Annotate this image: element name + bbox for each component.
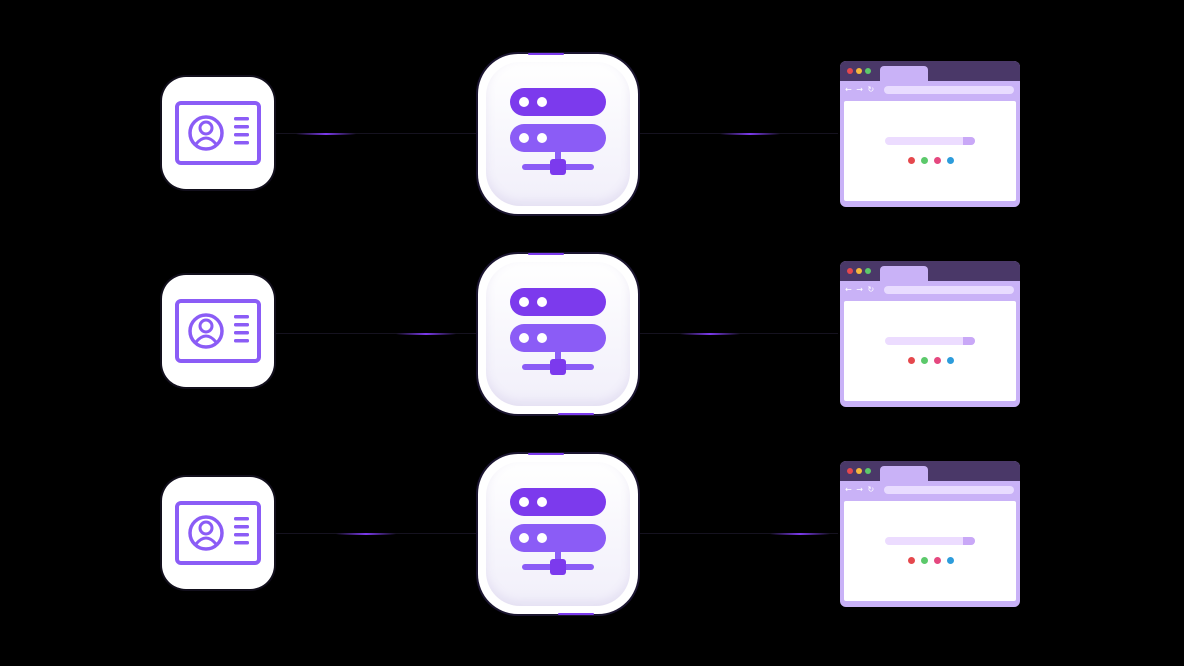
- browser-nav-icons: ← → ↻: [845, 285, 876, 294]
- maximize-dot-icon: [865, 468, 871, 474]
- id-card-icon: [175, 299, 261, 363]
- address-bar: [884, 486, 1014, 494]
- close-dot-icon: [847, 468, 853, 474]
- connector-line: [276, 532, 476, 535]
- server-network-icon: [510, 88, 606, 175]
- minimize-dot-icon: [856, 68, 862, 74]
- id-card-icon: [175, 501, 261, 565]
- minimize-dot-icon: [856, 268, 862, 274]
- server-network-icon: [510, 288, 606, 375]
- content-placeholder-bar: [885, 537, 975, 545]
- server-network-icon: [510, 488, 606, 575]
- id-card-tile: [162, 477, 274, 589]
- maximize-dot-icon: [865, 268, 871, 274]
- content-dots: [908, 557, 954, 564]
- content-placeholder-bar: [885, 137, 975, 145]
- browser-nav-icons: ← → ↻: [845, 85, 876, 94]
- content-placeholder-bar: [885, 337, 975, 345]
- server-tile: [478, 253, 638, 415]
- server-tile: [478, 53, 638, 214]
- close-dot-icon: [847, 68, 853, 74]
- id-card-icon: [175, 101, 261, 165]
- minimize-dot-icon: [856, 468, 862, 474]
- browser-nav-icons: ← → ↻: [845, 485, 876, 494]
- address-bar: [884, 286, 1014, 294]
- browser-content: [844, 501, 1016, 601]
- content-dots: [908, 157, 954, 164]
- id-card-tile: [162, 77, 274, 189]
- connector-line: [276, 332, 476, 335]
- maximize-dot-icon: [865, 68, 871, 74]
- browser-content: [844, 101, 1016, 201]
- id-card-tile: [162, 275, 274, 387]
- connector-line: [276, 132, 476, 135]
- connector-line: [640, 532, 838, 535]
- browser-window: ← → ↻: [840, 61, 1020, 207]
- connector-line: [640, 332, 838, 335]
- connector-line: [640, 132, 838, 135]
- server-tile: [478, 453, 638, 615]
- close-dot-icon: [847, 268, 853, 274]
- browser-content: [844, 301, 1016, 401]
- content-dots: [908, 357, 954, 364]
- browser-window: ← → ↻: [840, 261, 1020, 407]
- browser-window: ← → ↻: [840, 461, 1020, 607]
- address-bar: [884, 86, 1014, 94]
